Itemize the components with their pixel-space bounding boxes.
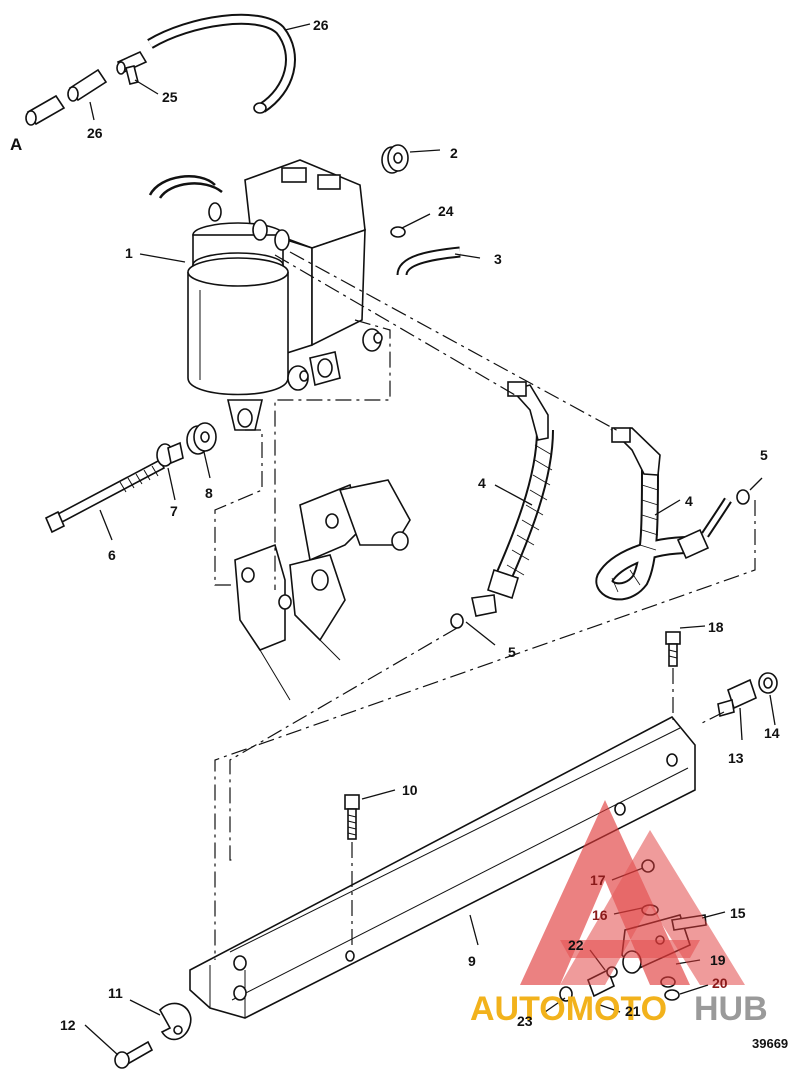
callout-25: 25 [162,89,178,105]
callout-11: 11 [108,985,123,1001]
hose-26-short [67,68,108,102]
callout-26-top: 26 [313,17,329,33]
callout-20: 20 [712,975,728,991]
callout-23: 23 [517,1013,533,1029]
bolt-6 [44,458,166,534]
hose-3 [396,246,461,277]
callout-26-left: 26 [87,125,103,141]
sensor-13 [717,678,757,718]
fuel-line-4-left [471,381,554,617]
callout-14: 14 [764,725,780,741]
clamp-24 [390,226,406,238]
callout-16: 16 [592,907,608,923]
callout-5-lower: 5 [508,644,516,660]
grommet-2 [381,144,409,174]
callout-6: 6 [108,547,116,563]
screw-18 [665,631,681,667]
plug-14 [758,672,778,694]
callout-7: 7 [170,503,178,519]
watermark-text: AUTOMOTO HUB [470,990,768,1028]
assembly-lines [214,251,756,960]
mounting-bracket [234,479,411,701]
callout-18: 18 [708,619,724,635]
callout-1: 1 [125,245,133,261]
callout-10: 10 [402,782,418,798]
callout-22: 22 [568,937,584,953]
hose-26-piece [25,94,66,126]
view-label-a: A [10,135,22,154]
callout-17: 17 [590,872,606,888]
fuel-cooler-9 [189,715,696,1019]
callout-4-right: 4 [685,493,693,509]
screw-10 [344,794,360,840]
callout-19: 19 [710,952,726,968]
grommet-8 [186,422,217,455]
hose-26-curved [147,13,296,114]
callout-9: 9 [468,953,476,969]
callout-4-left: 4 [478,475,486,491]
callout-21: 21 [625,1003,641,1019]
washer-7 [156,441,184,467]
callout-12: 12 [60,1017,76,1033]
document-number: 39669 [752,1036,788,1051]
o-rings-5 [450,489,750,629]
clamp-11 [159,1002,192,1041]
fuel-filter-assembly-1 [148,159,366,431]
callout-2: 2 [450,145,458,161]
callout-24: 24 [438,203,454,219]
callout-15: 15 [730,905,746,921]
callout-5-right: 5 [760,447,768,463]
svg-text:AUTOMOTO: AUTOMOTO [470,990,667,1028]
svg-text:HUB: HUB [694,990,768,1028]
callout-3: 3 [494,251,502,267]
callout-13: 13 [728,750,744,766]
watermark-logo [520,800,745,985]
tee-fitting-25 [116,50,148,85]
grommet-pair [287,328,383,391]
callout-8: 8 [205,485,213,501]
fuel-line-4-right [595,427,732,601]
screw-12 [114,1040,154,1069]
